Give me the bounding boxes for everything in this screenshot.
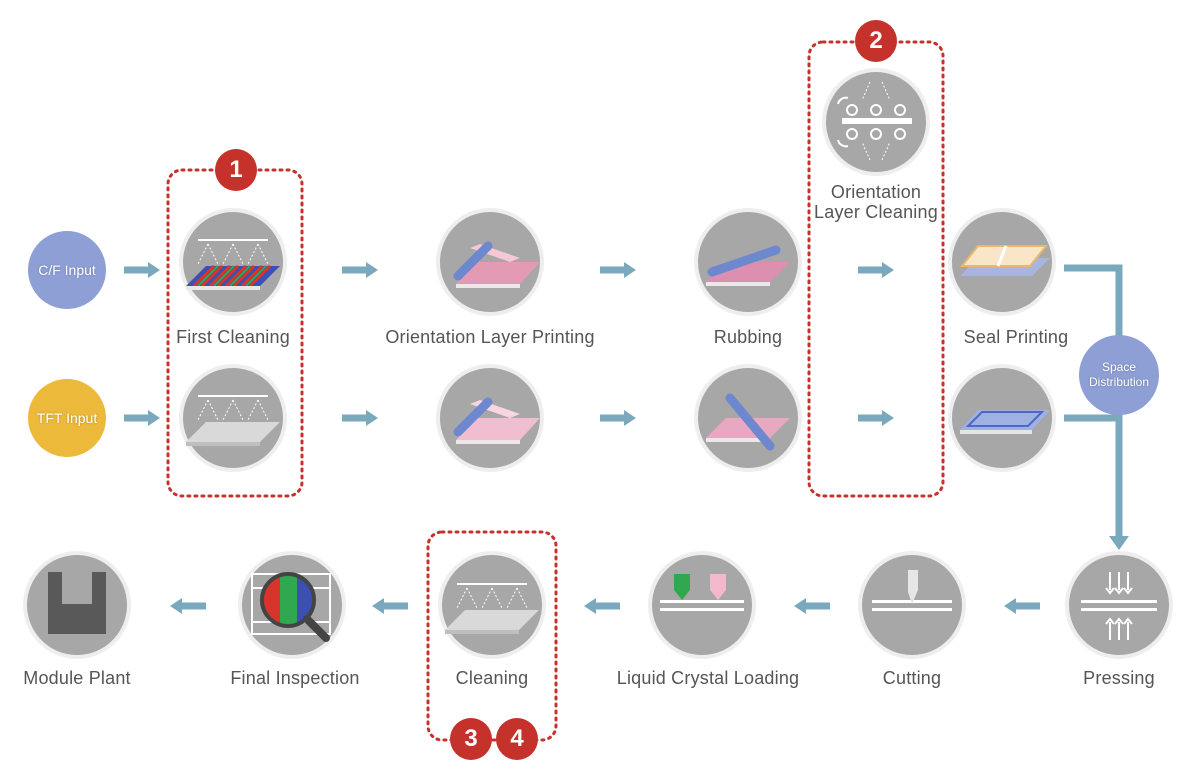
orientation-printing-label: Orientation Layer Printing bbox=[385, 327, 595, 347]
rubbing-roller-icon bbox=[706, 393, 790, 451]
cutter-icon bbox=[872, 570, 952, 611]
roller-printing-icon bbox=[453, 397, 540, 444]
first-cleaning-tft-node bbox=[179, 364, 287, 472]
magnifier-icon bbox=[251, 572, 331, 642]
step-badge-4: 4 bbox=[496, 718, 538, 760]
roller-cleaning-icon bbox=[837, 81, 912, 161]
step-badge-1: 1 bbox=[215, 149, 257, 191]
cf-input-label: C/F Input bbox=[38, 262, 96, 278]
space-distribution-circle bbox=[1079, 335, 1159, 415]
spray-on-color-filter-icon bbox=[186, 239, 280, 290]
module-plant-label: Module Plant bbox=[23, 668, 131, 688]
step-badge-2: 2 bbox=[855, 20, 897, 62]
rubbing-roller-icon bbox=[706, 245, 790, 286]
final-inspection-label: Final Inspection bbox=[230, 668, 360, 688]
seal-frame-icon bbox=[959, 245, 1050, 276]
first-cleaning-label: First Cleaning bbox=[176, 327, 290, 347]
flow-arrows bbox=[124, 262, 1040, 614]
press-arrows-icon bbox=[1081, 572, 1157, 640]
module-icon bbox=[48, 572, 106, 634]
seal-printing-label: Seal Printing bbox=[963, 327, 1069, 347]
highlight-box-34 bbox=[426, 530, 558, 742]
pressing-node bbox=[1065, 551, 1173, 659]
cutting-label: Cutting bbox=[882, 668, 942, 688]
first-cleaning-cf-node bbox=[179, 208, 287, 316]
orientation-cleaning-label: Orientation Layer Cleaning bbox=[814, 182, 938, 222]
space-distribution-label: Space Distribution bbox=[1088, 360, 1150, 389]
cf-input-circle bbox=[28, 231, 106, 309]
cleaning-node bbox=[438, 551, 546, 659]
tft-input-label: TFT Input bbox=[36, 410, 98, 426]
cleaning-label: Cleaning bbox=[455, 668, 529, 688]
dispenser-icon bbox=[660, 574, 744, 611]
rubbing-label: Rubbing bbox=[713, 327, 783, 347]
cutting-node bbox=[858, 551, 966, 659]
spray-on-glass-icon bbox=[186, 395, 280, 446]
pressing-label: Pressing bbox=[1083, 668, 1155, 688]
lc-loading-label: Liquid Crystal Loading bbox=[616, 668, 800, 688]
process-circles bbox=[23, 68, 1173, 659]
pressing-arrowhead bbox=[1109, 536, 1129, 550]
highlight-box-2 bbox=[807, 40, 945, 498]
roller-printing-icon bbox=[453, 241, 540, 288]
tft-input-circle bbox=[28, 379, 106, 457]
step-badge-3: 3 bbox=[450, 718, 492, 760]
lc-loading-node bbox=[648, 551, 756, 659]
spray-on-glass-icon bbox=[445, 583, 539, 634]
seal-frame-icon bbox=[960, 410, 1050, 434]
